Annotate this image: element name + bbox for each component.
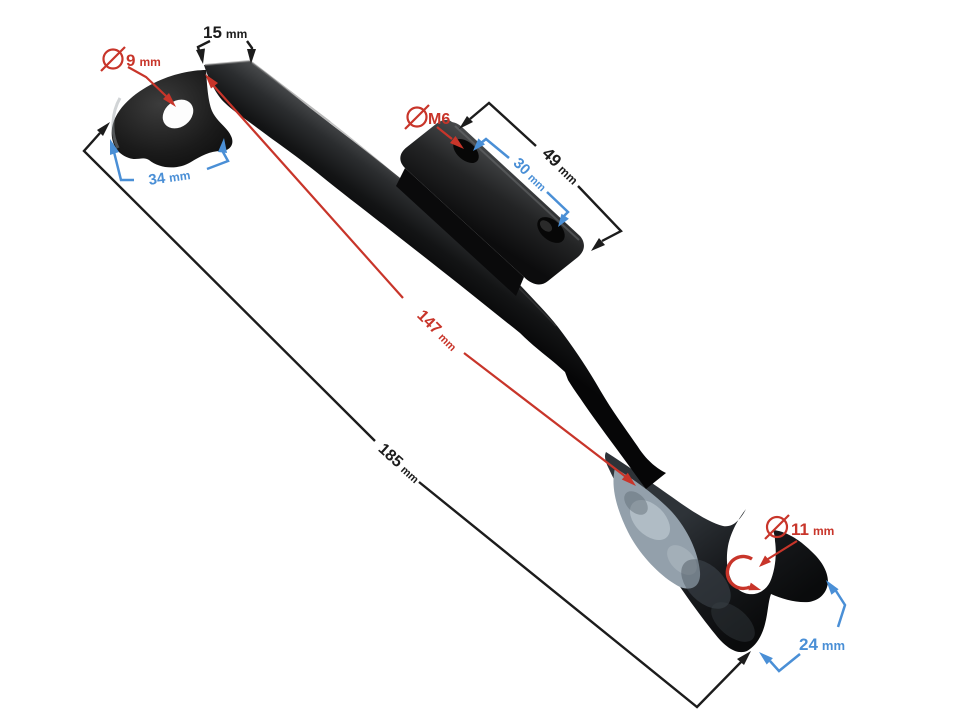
dim-147-arrow-end xyxy=(621,472,636,486)
plate-hole-rear-rim xyxy=(539,220,553,232)
dim-34-arrow-right xyxy=(218,138,227,153)
dim-15-arrow-right xyxy=(247,49,256,64)
dim-49-leader-top xyxy=(469,101,537,147)
plate-top-face xyxy=(400,119,584,285)
fork-sheen xyxy=(681,559,731,609)
rotation-arrow xyxy=(725,554,753,591)
dim-11-arrow xyxy=(759,555,771,567)
dim-34-leader-left xyxy=(112,151,134,182)
dim-185-leader-start xyxy=(82,132,376,442)
dim-49-leader-bottom xyxy=(577,185,623,243)
dim-49-arrow-bottom xyxy=(591,238,605,251)
dim-11-leader xyxy=(767,540,798,560)
dim-24-leader-top xyxy=(834,590,847,628)
dim-m6-group: M6 xyxy=(404,104,464,149)
dim-34-leader-right xyxy=(206,151,230,171)
arm-top-edge-highlight xyxy=(204,59,331,123)
eyelet-hole xyxy=(162,99,194,129)
dim-m6-label: M6 xyxy=(428,111,450,128)
dim-185-label: 185mm xyxy=(375,441,424,487)
eyelet-edge-highlight xyxy=(111,97,122,149)
dim-147-line-upper xyxy=(211,83,404,299)
dim-34-arrow-left xyxy=(110,139,119,155)
dim-185-leader-end xyxy=(418,481,743,709)
dim-185-arrow-end xyxy=(737,651,751,665)
diameter-icon-11 xyxy=(764,514,790,540)
dim-147-line-lower xyxy=(463,352,627,478)
dim-15-arrow-left xyxy=(196,48,205,64)
dim-24-arrow-bottom xyxy=(759,652,773,665)
rotation-arrow-head xyxy=(748,582,761,591)
bare-metal-shadow xyxy=(624,491,648,515)
dim-147-arrow-start xyxy=(205,74,218,89)
diameter-icon-m6 xyxy=(404,104,430,130)
dim-49-arrow-top xyxy=(459,116,473,129)
diameter-icon-9 xyxy=(100,46,126,72)
dim-m6-leader xyxy=(436,126,453,140)
fork-sheen-2 xyxy=(711,602,755,642)
dim-24-leader-bottom xyxy=(769,653,801,673)
dim-9-leader xyxy=(127,66,167,97)
bracket-eyelet xyxy=(111,70,233,168)
dim-147-label: 147mm xyxy=(413,307,461,355)
bracket-fork-end xyxy=(605,452,828,653)
dim-185-group: 185mm xyxy=(82,122,751,709)
bare-metal-highlight xyxy=(629,499,671,541)
dim-9-arrow xyxy=(163,93,176,107)
dim-m6-arrow xyxy=(450,136,464,149)
dim-30-leader-bottom xyxy=(546,191,570,217)
arm-shape xyxy=(204,61,666,489)
dim-185-arrow-start xyxy=(97,122,110,136)
dim-30-arrow-top xyxy=(473,138,485,151)
dim-30-arrow-bottom xyxy=(558,213,569,227)
dim-30-leader-top xyxy=(480,137,510,159)
dim-24-arrow-top xyxy=(826,580,839,595)
bracket-mounting-plate xyxy=(396,119,584,296)
plate-front-flange xyxy=(396,168,524,296)
bare-metal-highlight-2 xyxy=(667,545,697,575)
